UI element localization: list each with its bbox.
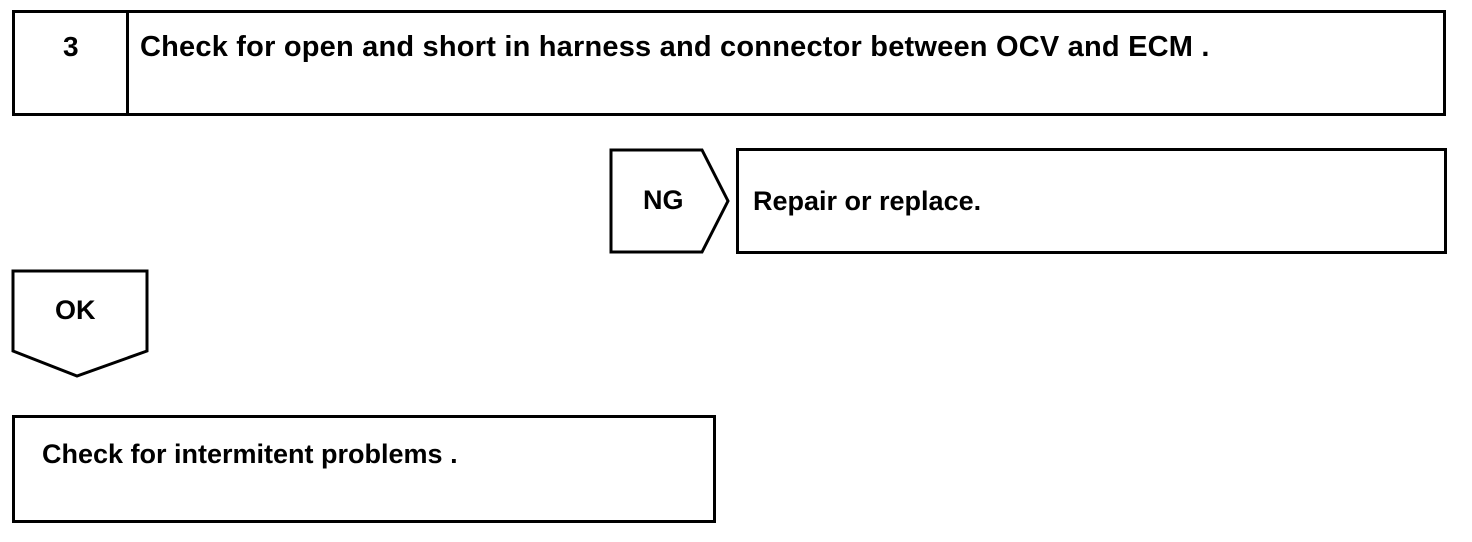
ng-label: NG [643, 185, 684, 215]
step-box: 3 Check for open and short in harness an… [12, 10, 1446, 116]
ok-label: OK [55, 295, 96, 325]
step-title: Check for open and short in harness and … [140, 31, 1210, 63]
ok-result-text: Check for intermitent problems . [42, 439, 458, 469]
step-number: 3 [63, 31, 79, 62]
ng-result-text: Repair or replace. [753, 186, 982, 216]
step-divider [126, 13, 129, 113]
ok-result-box: Check for intermitent problems . [12, 415, 716, 523]
ng-result-box: Repair or replace. [736, 148, 1447, 254]
